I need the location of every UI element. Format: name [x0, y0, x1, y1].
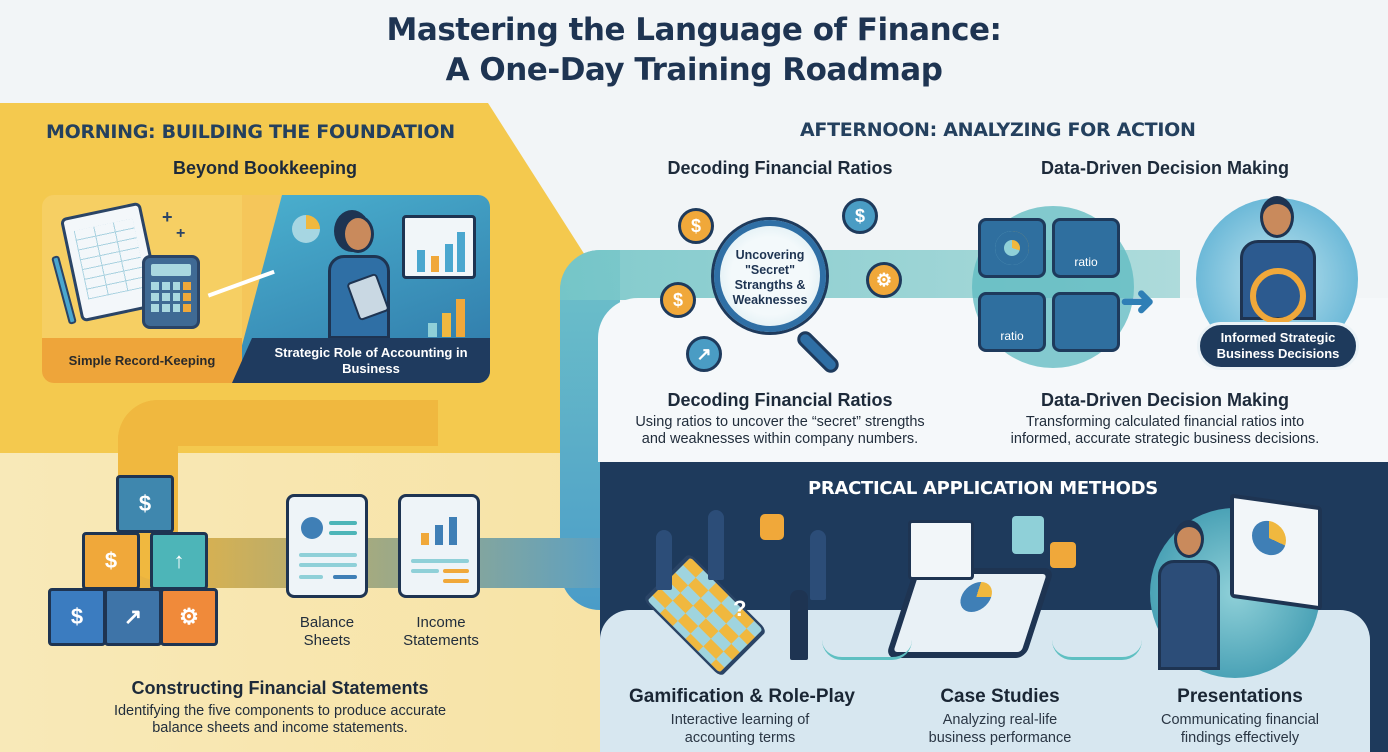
constructing-statements-title: Constructing Financial Statements: [131, 678, 429, 698]
bar-chart-icon: [426, 293, 476, 337]
ship-wheel-icon: [1250, 268, 1306, 324]
block-arrows: ↑: [150, 532, 208, 590]
speech-bubble-icon: [1050, 542, 1076, 568]
presenter-icon: [1156, 520, 1226, 670]
building-blocks-illustration: $ $ ↑ $ ↗ ⚙: [40, 470, 230, 660]
gear-coin-icon: ⚙: [866, 262, 902, 298]
title-line-2: A One-Day Training Roadmap: [445, 52, 943, 88]
gear-speech-bubble-icon: [760, 514, 784, 540]
gauge-tile: ratio: [978, 292, 1046, 352]
method-title-case-studies: Case Studies: [940, 686, 1060, 707]
businesswoman-icon: [324, 215, 394, 339]
block-chart: $: [116, 475, 174, 533]
flow-arrow-icon: ➜: [1120, 277, 1156, 324]
dollar-coin-icon: $: [660, 282, 696, 318]
block-trend: ↗: [104, 588, 162, 646]
chart-board-icon: [402, 215, 476, 279]
presentation-board-icon: [1230, 493, 1322, 611]
trend-chart-window-icon: [908, 520, 974, 580]
ratios-description: Using ratios to uncover the “secret” str…: [635, 414, 925, 447]
flow-arrow-icon: [822, 640, 912, 660]
speech-bubble-icon: [1012, 516, 1044, 554]
afternoon-heading: AFTERNOON: ANALYZING FOR ACTION: [800, 119, 1196, 141]
method-title-gamification: Gamification & Role-Play: [629, 686, 855, 707]
practical-heading: PRACTICAL APPLICATION METHODS: [808, 478, 1158, 499]
decision-top-title: Data-Driven Decision Making: [1040, 158, 1290, 178]
roadmap-path-morning-link: [118, 400, 438, 446]
magnifying-glass-icon: [714, 220, 826, 332]
plus-icon: +: [176, 225, 186, 242]
bookkeeping-card: + + Simple Record-Keeping Strategic Role…: [42, 195, 490, 383]
simple-record-keeping-label: Simple Record-Keeping: [42, 338, 242, 383]
method-title-presentations: Presentations: [1177, 686, 1303, 707]
strategic-role-label: Strategic Role of Accounting in Business: [232, 338, 490, 383]
donut-chart-tile: [978, 218, 1046, 278]
decision-title: Data-Driven Decision Making: [1040, 390, 1290, 410]
ratios-top-title: Decoding Financial Ratios: [667, 158, 893, 178]
magnifying-glass-handle: [793, 327, 843, 377]
bar-chart-tile: [1052, 292, 1120, 352]
bookkeeping-title: Beyond Bookkeeping: [172, 158, 358, 178]
plus-icon: +: [162, 207, 173, 227]
constructing-statements-description: Identifying the five components to produ…: [113, 703, 447, 736]
block-gear: ⚙: [160, 588, 218, 646]
people-icon: [650, 510, 850, 660]
balance-sheet-document-icon: [286, 494, 368, 598]
pie-chart-icon: [292, 215, 320, 243]
page-title: Mastering the Language of Finance: A One…: [0, 10, 1388, 90]
trend-up-icon: [415, 511, 469, 545]
gauge-tile: ratio: [1052, 218, 1120, 278]
chart-coin-icon: ↗: [686, 336, 722, 372]
ratios-illustration: $ $ $ ⚙ ↗ Uncovering "Secret" Strangths …: [650, 190, 910, 380]
income-statement-document-icon: [398, 494, 480, 598]
lens-text: Uncovering "Secret" Strangths & Weakness…: [732, 248, 808, 307]
ratios-title: Decoding Financial Ratios: [667, 390, 893, 410]
block-dollar-orange: $: [82, 532, 140, 590]
block-dollar-blue: $: [48, 588, 106, 646]
calculator-icon: [142, 255, 200, 329]
dollar-coin-icon: $: [678, 208, 714, 244]
morning-heading: MORNING: BUILDING THE FOUNDATION: [46, 121, 455, 143]
question-mark-icon: ?: [733, 596, 747, 621]
businessman-helm-icon: [1238, 196, 1318, 324]
title-line-1: Mastering the Language of Finance:: [386, 12, 1002, 48]
dollar-coin-icon: $: [842, 198, 878, 234]
flow-arrow-icon: [1052, 640, 1142, 660]
decision-description: Transforming calculated financial ratios…: [1010, 414, 1320, 447]
